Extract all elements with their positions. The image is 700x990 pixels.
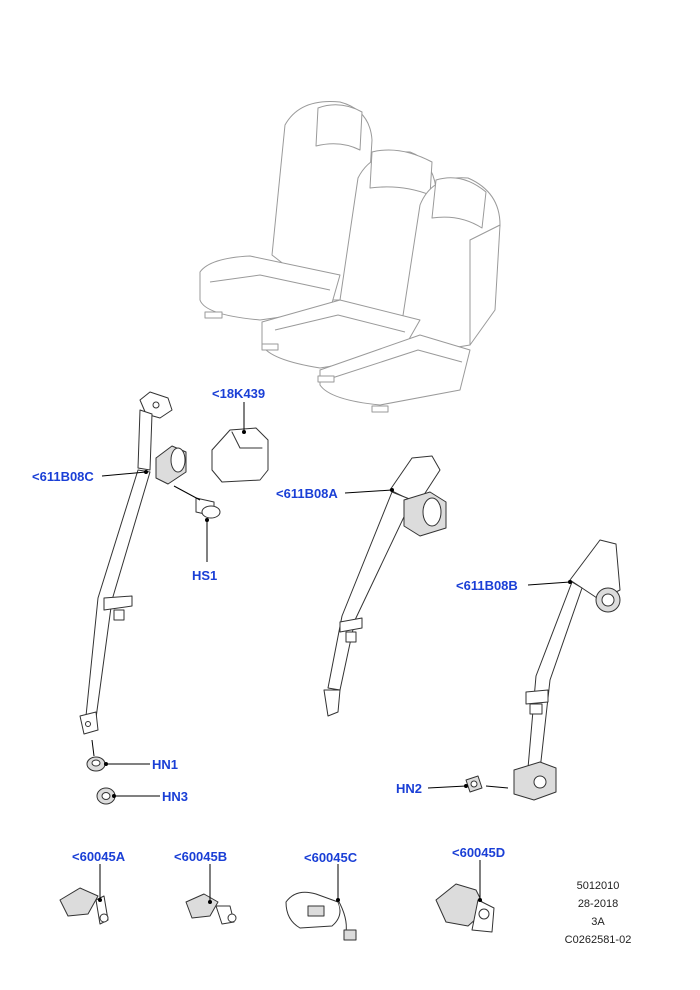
callout-611b08c: <611B08C — [32, 469, 94, 484]
seat-belt-611b08a — [323, 455, 447, 717]
reference-line-2: 28-2018 — [578, 898, 618, 910]
reference-block: 5012010 28-2018 3A C0262581-02 — [565, 880, 632, 946]
reference-line-1: 5012010 — [577, 880, 620, 892]
buckle-60045b — [185, 893, 237, 925]
callout-18k439: <18K439 — [212, 386, 265, 401]
callout-611b08b: <611B08B — [456, 578, 518, 593]
nut-hn1 — [86, 756, 106, 772]
nut-hn2 — [465, 775, 483, 793]
callout-60045b: <60045B — [174, 849, 227, 864]
rear-seat-illustration — [199, 100, 501, 413]
seat-belt-611b08b — [513, 539, 621, 801]
callout-labels: <18K439 <611B08C HS1 <611B08A <611B08B H… — [32, 386, 518, 865]
leader-lines — [91, 402, 572, 904]
buckle-60045d — [435, 883, 495, 933]
callout-611b08a: <611B08A — [276, 486, 338, 501]
callout-60045a: <60045A — [72, 849, 126, 864]
callout-60045d: <60045D — [452, 845, 505, 860]
callout-60045c: <60045C — [304, 850, 358, 865]
trim-cover-18k439 — [211, 427, 269, 483]
seat-belt-611b08c — [79, 391, 187, 735]
bolt-hs1 — [195, 497, 221, 519]
callout-hs1: HS1 — [192, 568, 217, 583]
buckle-60045c — [285, 891, 357, 941]
callout-hn3: HN3 — [162, 789, 188, 804]
buckle-60045a — [59, 887, 109, 925]
callout-hn1: HN1 — [152, 757, 178, 772]
reference-line-3: 3A — [591, 916, 605, 928]
callout-hn2: HN2 — [396, 781, 422, 796]
reference-line-4: C0262581-02 — [565, 934, 632, 946]
